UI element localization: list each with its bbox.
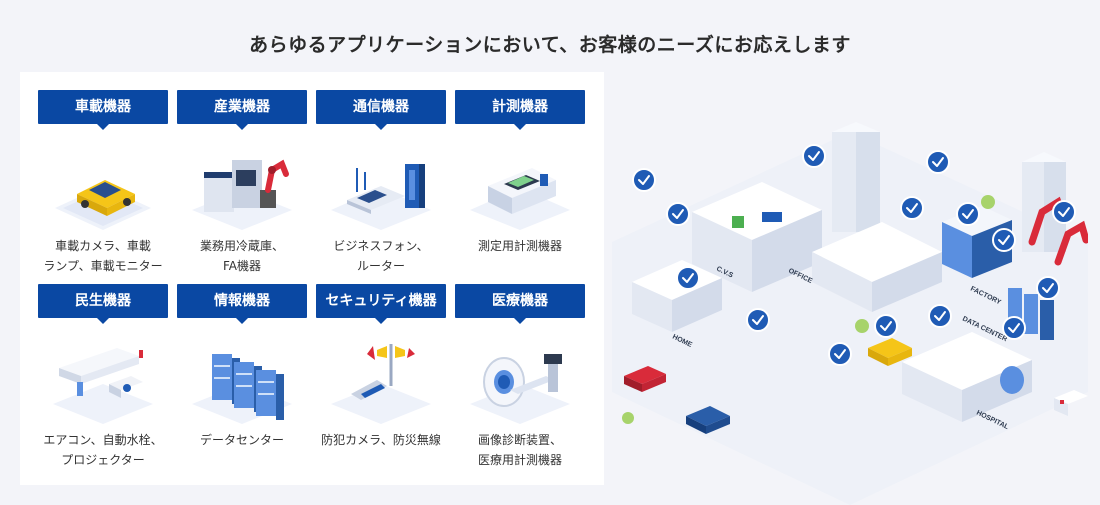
check-badge-icon [666, 202, 690, 226]
category-desc: ビジネスフォン、 ルーター [333, 239, 429, 273]
category-card-industrial: 産業機器 業務用冷蔵庫、 FA機器 [177, 90, 307, 276]
category-card-info: 情報機器 データセンター [177, 284, 307, 450]
check-badge-icon [928, 304, 952, 328]
meter-icon [470, 168, 570, 230]
category-tag: 計測機器 [455, 90, 585, 130]
check-badge-icon [676, 266, 700, 290]
smart-city-illustration: C.V.S OFFICE FACTORY DATA CENTER HOME HO… [612, 122, 1088, 505]
category-desc: エアコン、自動水栓、 プロジェクター [43, 433, 163, 467]
red-car-icon [624, 366, 666, 392]
category-card-security: セキュリティ機器 防犯カメラ、防災無線 [316, 284, 446, 450]
category-tag: 医療機器 [455, 284, 585, 324]
check-badge-icon [900, 196, 924, 220]
check-badge-icon [992, 228, 1016, 252]
category-card-telecom: 通信機器 ビジネスフォン、 ルーター [316, 90, 446, 276]
check-badge-icon [874, 314, 898, 338]
category-card-measurement: 計測機器 測定用計測機器 [455, 90, 585, 256]
air-conditioner-icon [53, 348, 153, 424]
category-card-consumer: 民生機器 エアコン、自動水栓、 プロジェクター [38, 284, 168, 470]
check-badge-icon [926, 150, 950, 174]
category-tag: 車載機器 [38, 90, 168, 130]
phone-router-icon [331, 164, 431, 230]
yellow-car-icon [868, 338, 912, 366]
check-badge-icon [802, 144, 826, 168]
check-badge-icon [1036, 276, 1060, 300]
ct-scanner-icon [470, 354, 570, 424]
check-badge-icon [1052, 200, 1076, 224]
category-desc: データセンター [199, 433, 284, 447]
category-desc: 防犯カメラ、防災無線 [321, 433, 441, 447]
category-desc: 車載カメラ、車載 ランプ、車載モニター [43, 239, 163, 273]
category-tag: 産業機器 [177, 90, 307, 130]
check-badge-icon [746, 308, 770, 332]
server-rack-icon [192, 354, 292, 424]
category-tag: 通信機器 [316, 90, 446, 130]
category-panel: 車載機器 車載カメラ、車載 ランプ、車載モニター 産業機器 業務用冷蔵庫、 FA… [20, 72, 604, 485]
category-tag: セキュリティ機器 [316, 284, 446, 324]
car-icon [55, 180, 151, 230]
check-badge-icon [632, 168, 656, 192]
check-badge-icon [956, 202, 980, 226]
category-desc: 測定用計測機器 [477, 239, 562, 253]
blue-car-icon [686, 406, 730, 434]
security-camera-icon [331, 344, 431, 424]
page-title: あらゆるアプリケーションにおいて、お客様のニーズにお応えします [249, 34, 851, 56]
ambulance-icon [1054, 390, 1088, 416]
category-card-medical: 医療機器 画像診断装置、 医療用計測機器 [455, 284, 585, 470]
check-badge-icon [1002, 316, 1026, 340]
robot-arm-icon [192, 159, 292, 230]
category-tag: 情報機器 [177, 284, 307, 324]
category-tag: 民生機器 [38, 284, 168, 324]
check-badge-icon [828, 342, 852, 366]
category-desc: 画像診断装置、 医療用計測機器 [477, 433, 562, 467]
category-card-automotive: 車載機器 車載カメラ、車載 ランプ、車載モニター [38, 90, 168, 276]
category-desc: 業務用冷蔵庫、 FA機器 [199, 239, 284, 273]
